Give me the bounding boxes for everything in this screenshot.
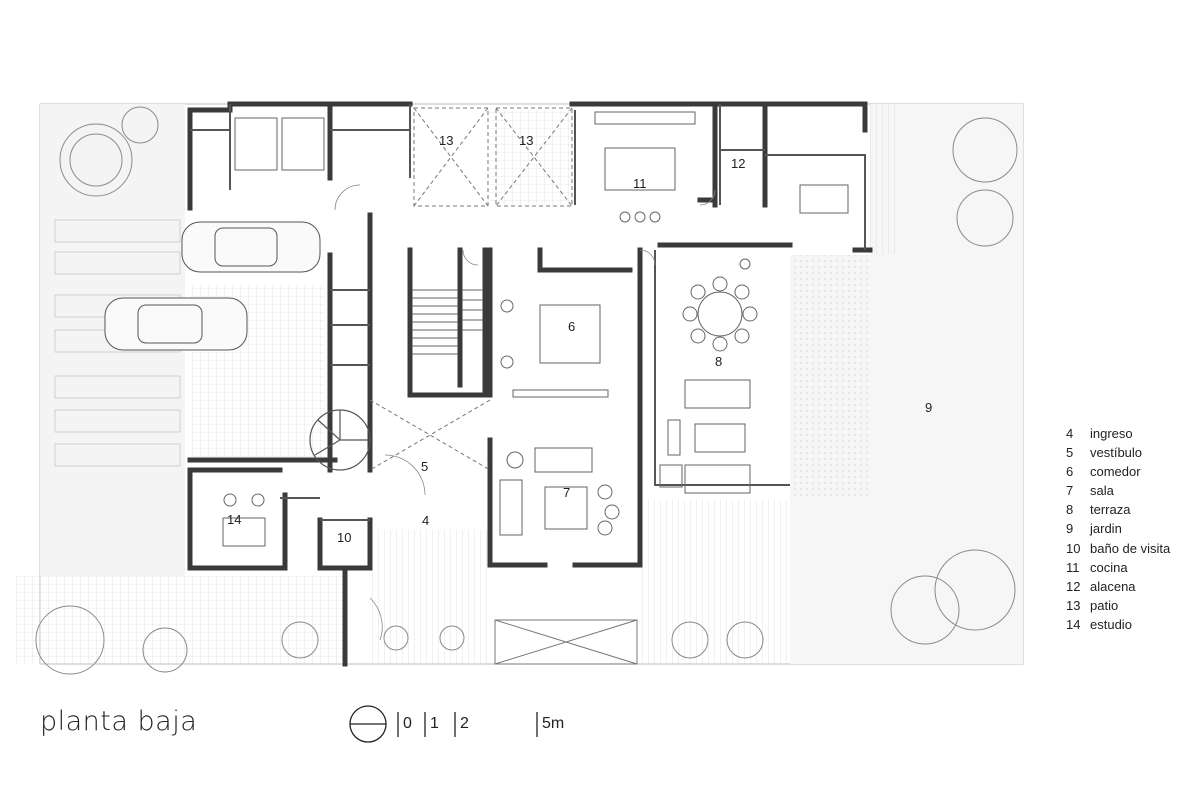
room-label-8: 8 — [715, 354, 722, 369]
room-label-4: 4 — [422, 513, 429, 528]
car-icon — [104, 221, 321, 351]
scale-label-0: 0 — [403, 715, 412, 732]
legend-number: 9 — [1066, 521, 1074, 537]
legend-item: 4 ingreso — [1066, 424, 1170, 443]
legend-label: vestíbulo — [1090, 445, 1143, 461]
legend-item: 5 vestíbulo — [1066, 443, 1170, 462]
parking-grass-pavers — [54, 219, 181, 467]
legend-label: cocina — [1090, 559, 1128, 575]
legend-number: 13 — [1066, 597, 1081, 613]
room-label-5: 5 — [421, 459, 428, 474]
legend-number: 10 — [1066, 540, 1081, 556]
legend-label: ingreso — [1090, 426, 1133, 441]
room-label-6: 6 — [568, 319, 575, 334]
legend-label: alacena — [1090, 578, 1136, 594]
interior-walls — [190, 104, 866, 521]
room-label-12: 12 — [731, 156, 745, 171]
legend-label: baño de visita — [1090, 540, 1171, 556]
legend-label: patio — [1090, 597, 1119, 613]
legend-label: estudio — [1090, 616, 1132, 632]
legend-item: 9 jardin — [1066, 519, 1170, 538]
legend-label: jardin — [1090, 521, 1122, 537]
plan-title: planta baja — [40, 706, 198, 737]
legend-item: 11 cocina — [1066, 558, 1170, 577]
legend-item: 6 comedor — [1066, 462, 1170, 481]
room-labels: 4 5 6 7 8 9 10 11 12 13 13 14 — [227, 133, 932, 545]
scale-label-1: 1 — [430, 715, 439, 732]
scale-bar — [349, 705, 538, 743]
legend-item: 13 patio — [1066, 596, 1170, 615]
legend-number: 7 — [1066, 483, 1074, 499]
legend-number: 8 — [1066, 502, 1074, 518]
legend-label: terraza — [1090, 502, 1131, 518]
floor-patterns — [15, 104, 900, 664]
legend-label: sala — [1090, 483, 1114, 499]
tree-icon — [35, 106, 1018, 675]
legend-number: 6 — [1066, 464, 1074, 480]
legend-item: 14 estudio — [1066, 615, 1170, 634]
stairs — [412, 289, 483, 355]
room-label-7: 7 — [563, 485, 570, 500]
door-swings — [334, 184, 716, 641]
legend-number: 4 — [1066, 426, 1074, 441]
room-label-11: 11 — [633, 176, 647, 191]
scale-label-5m: 5m — [542, 715, 565, 732]
room-label-14: 14 — [227, 512, 241, 527]
furniture — [222, 111, 849, 547]
legend-item: 10 baño de visita — [1066, 539, 1170, 558]
legend-number: 11 — [1066, 559, 1080, 575]
room-label-13b: 13 — [519, 133, 533, 148]
legend-number: 12 — [1066, 578, 1081, 594]
scale-label-2: 2 — [460, 715, 469, 732]
patio-void — [369, 107, 638, 665]
legend-number: 14 — [1066, 616, 1081, 632]
spiral-stair — [309, 409, 371, 471]
room-label-9: 9 — [925, 400, 932, 415]
legend-item: 8 terraza — [1066, 500, 1170, 519]
legend-number: 5 — [1066, 445, 1074, 461]
room-label-13a: 13 — [439, 133, 453, 148]
legend-item: 12 alacena — [1066, 577, 1170, 596]
room-label-10: 10 — [337, 530, 351, 545]
walls — [187, 101, 873, 667]
legend-label: comedor — [1090, 464, 1141, 480]
legend-item: 7 sala — [1066, 481, 1170, 500]
